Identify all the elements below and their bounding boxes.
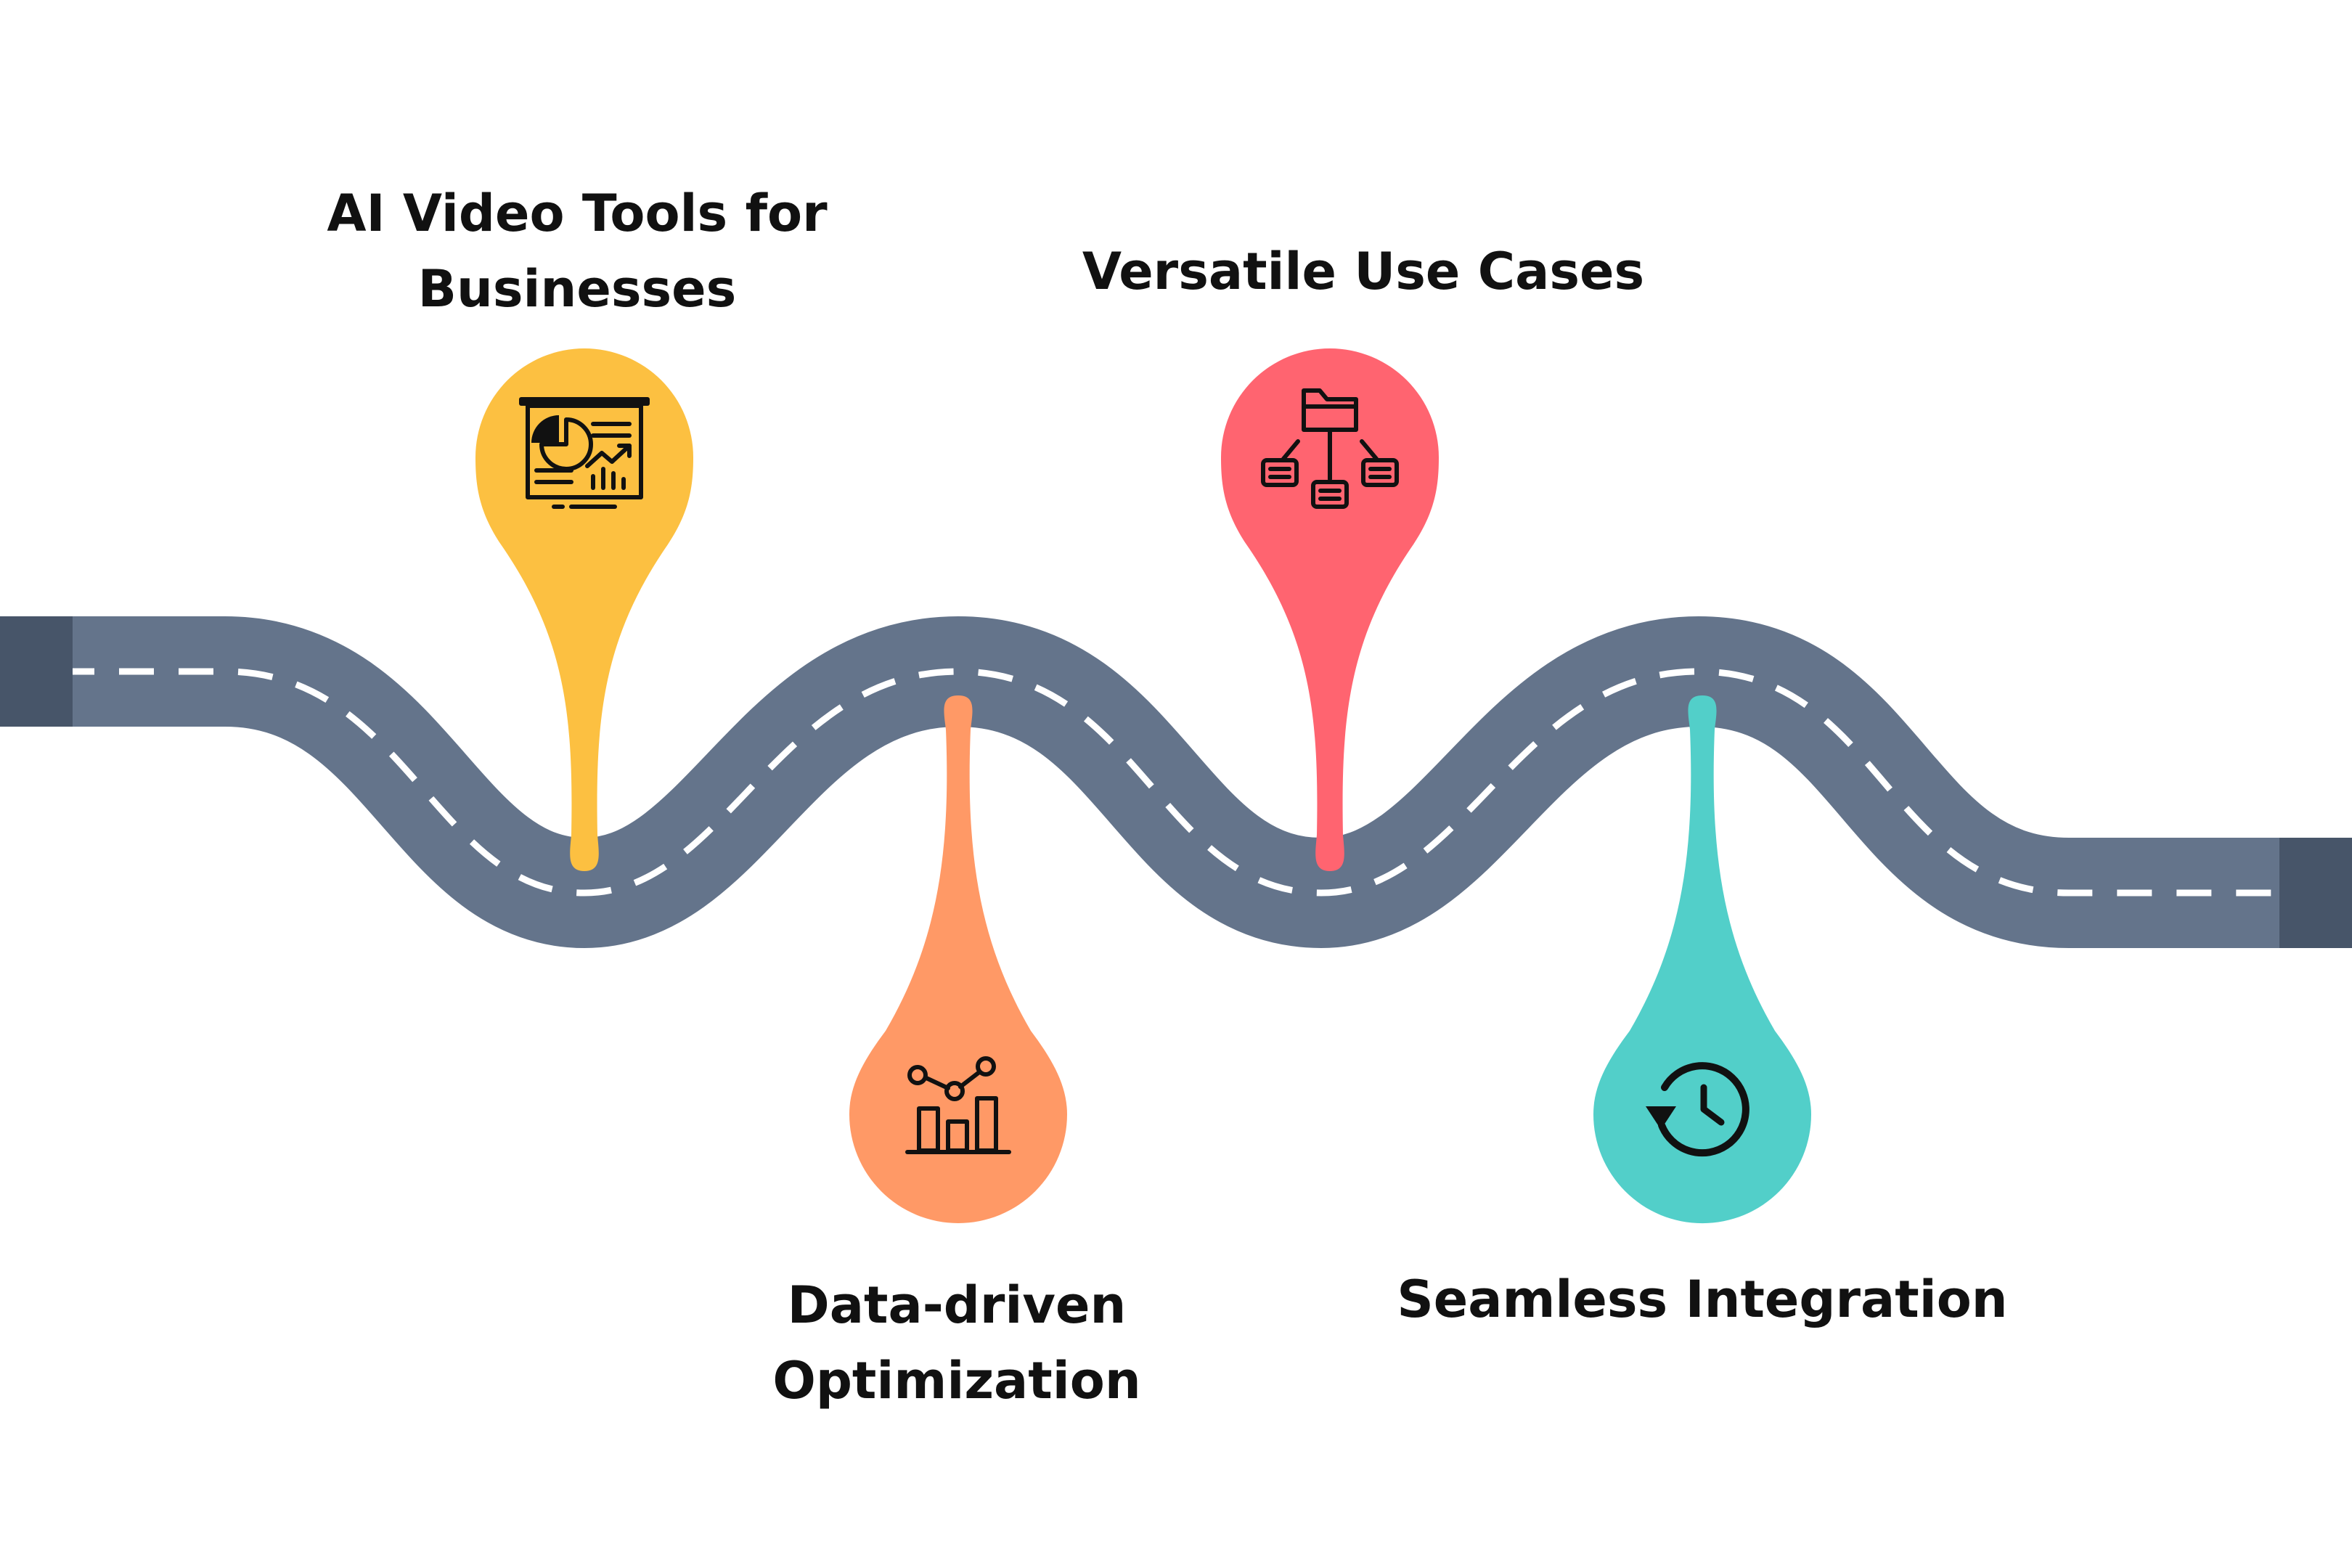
- road: [0, 616, 2352, 948]
- step-label-line: Seamless Integration: [1397, 1270, 2007, 1329]
- road-end-cap-left: [0, 616, 73, 727]
- location-pin: [1221, 348, 1439, 871]
- folder-hierarchy-icon: [1261, 388, 1399, 509]
- road-end-cap-right: [2279, 838, 2352, 948]
- step-label-line: AI Video Tools for: [327, 184, 828, 243]
- road-surface: [0, 616, 2352, 948]
- step-label-line: Data-driven: [788, 1275, 1127, 1335]
- road-lane-marking: [0, 668, 2352, 897]
- step-label-line: Businesses: [418, 259, 737, 319]
- step-label: Versatile Use Cases: [1082, 242, 1644, 301]
- clock-history-icon: [1646, 1062, 1749, 1157]
- location-pin: [1593, 695, 1811, 1224]
- step-label: Seamless Integration: [1397, 1270, 2007, 1329]
- step-label-line: Optimization: [772, 1351, 1140, 1410]
- step-versatile-use-cases: Versatile Use Cases: [1082, 242, 1644, 871]
- location-pin: [849, 695, 1067, 1223]
- step-label-line: Versatile Use Cases: [1082, 242, 1644, 301]
- bar-line-chart-icon: [905, 1056, 1011, 1154]
- step-seamless-integration: Seamless Integration: [1397, 695, 2008, 1329]
- presentation-chart-icon: [519, 397, 650, 509]
